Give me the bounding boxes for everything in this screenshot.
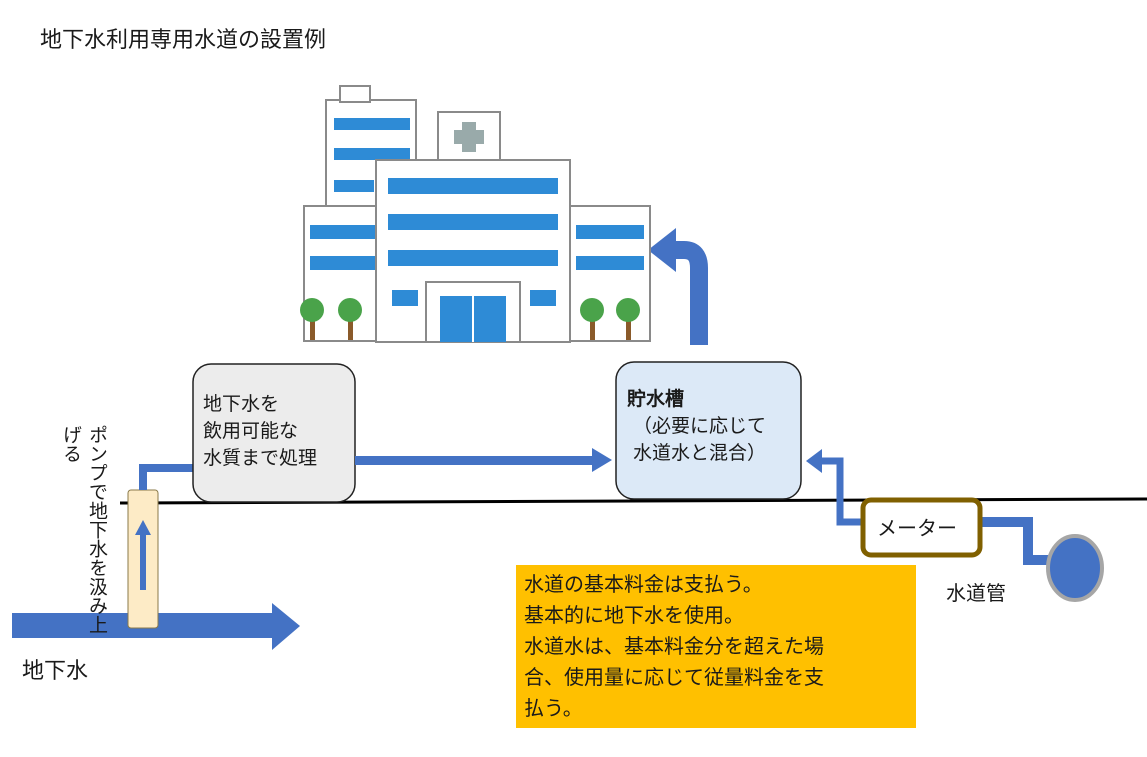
diagram-title: 地下水利用専用水道の設置例 bbox=[40, 28, 327, 53]
treated-water-arrow bbox=[355, 448, 612, 472]
fee-note-line: 水道の基本料金は支払う。 bbox=[524, 572, 763, 596]
storage-tank-text: 貯水槽 （必要に応じて 水道水と混合） bbox=[627, 386, 802, 467]
medical-cross-icon bbox=[437, 111, 501, 161]
fee-note-line: 水道水は、基本料金分を超えた場 bbox=[524, 634, 824, 658]
treatment-line: 飲用可能な bbox=[203, 420, 299, 442]
storage-tank-box bbox=[615, 361, 802, 500]
water-pipe-label: 水道管 bbox=[946, 581, 1006, 605]
pump-column bbox=[127, 489, 159, 629]
water-main-pipe bbox=[978, 517, 1052, 565]
storage-tank-note-line: （必要に応じて bbox=[633, 415, 767, 437]
tap-water-arrowhead bbox=[806, 449, 822, 473]
treatment-line: 地下水を bbox=[203, 393, 280, 415]
treatment-box bbox=[192, 363, 356, 503]
storage-tank-title: 貯水槽 bbox=[627, 388, 685, 410]
hospital-icon bbox=[300, 85, 651, 343]
fee-note-line: 基本的に地下水を使用。 bbox=[524, 603, 744, 627]
supply-arrow bbox=[648, 228, 708, 345]
meter-box bbox=[860, 497, 983, 558]
fee-note-line: 払う。 bbox=[524, 696, 583, 720]
pump-label: ポンプで地下水を汲み上げる bbox=[60, 425, 108, 634]
fee-note-box: 水道の基本料金は支払う。 基本的に地下水を使用。 水道水は、基本料金分を超えた場… bbox=[516, 565, 916, 728]
water-main-icon bbox=[1046, 534, 1104, 602]
meter-label: メーター bbox=[877, 516, 957, 540]
treatment-line: 水質まで処理 bbox=[203, 447, 318, 469]
meter-pipe bbox=[820, 457, 862, 526]
pump-pipe bbox=[139, 464, 200, 490]
fee-note-line: 合、使用量に応じて従量料金を支 bbox=[524, 665, 824, 689]
storage-tank-note-line: 水道水と混合） bbox=[633, 442, 767, 464]
treatment-text: 地下水を 飲用可能な 水質まで処理 bbox=[203, 391, 353, 472]
groundwater-label: 地下水 bbox=[22, 659, 89, 684]
